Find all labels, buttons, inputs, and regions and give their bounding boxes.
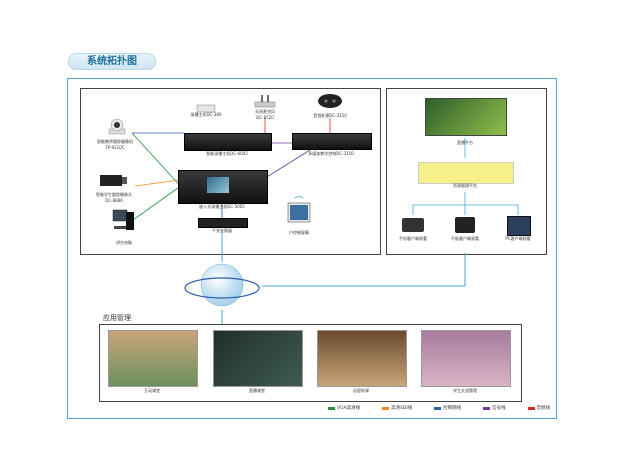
app-photo-1 — [108, 330, 198, 387]
legend-item: VGA高清线 — [328, 405, 360, 411]
recorder-host-rack — [184, 133, 272, 151]
app-label-2: 直播课堂 — [249, 388, 265, 393]
recording-box-label: 录播主机DC-380 — [190, 112, 222, 117]
legend-item: 高清SDI线 — [382, 405, 412, 411]
recording-box-icon — [196, 98, 216, 113]
student-camera-icon — [99, 172, 129, 188]
tracking-camera-label: 智能教师跟踪摄像机 FP-9210C — [97, 139, 133, 150]
legend-item: 控制网线 — [434, 405, 461, 411]
mobile-client-label: 手机客户端观看 — [399, 236, 427, 241]
pc-client-icon — [507, 216, 531, 236]
app-label-1: 互动课堂 — [144, 388, 160, 393]
app-photo-2 — [213, 330, 303, 387]
pc-client-label: PC客户端观看 — [505, 236, 531, 241]
mic-receiver-label: 无线麦克风 DC-8720 — [255, 109, 275, 120]
computer-icon — [112, 208, 136, 236]
live-platform-label: 直播平台 — [457, 140, 473, 145]
microphone-icon — [254, 93, 276, 108]
app-photo-3 — [317, 330, 407, 387]
mixer-icon — [317, 93, 343, 110]
tablet-client-label: 平板客户端观看 — [451, 236, 479, 241]
tablet-label: 户控制屏幕 — [289, 230, 309, 235]
embedded-host-label: 嵌入式录播主机DC-5005 — [199, 204, 245, 209]
tablet-client-icon — [455, 217, 475, 233]
switch-icon — [198, 218, 248, 228]
mobile-client-icon — [402, 218, 424, 232]
tablet-icon — [286, 196, 312, 224]
matrix-label: 多媒体教学控制DC-3150 — [308, 151, 354, 156]
legend-item: 信号线 — [483, 405, 506, 411]
matrix-rack — [292, 133, 372, 150]
page-title: 系统拓扑图 — [68, 53, 156, 70]
resource-platform-label: 资源管理平台 — [453, 183, 477, 188]
recorder-host-label: 智能录播主机DC-6002 — [206, 151, 248, 156]
embedded-host-screen — [207, 177, 229, 193]
app-label-3: 远程听课 — [353, 388, 369, 393]
legend-item: 音频线 — [527, 405, 550, 411]
app-label-4: 学生交流管理 — [453, 388, 477, 393]
app-photo-4 — [421, 330, 511, 387]
resource-platform-banner — [418, 162, 514, 184]
apps-heading: 应用管理 — [103, 314, 131, 322]
switch-label: 千兆交换器 — [212, 228, 232, 233]
embedded-host-rack — [178, 170, 268, 204]
mixer-label: 音频处理DC-3150 — [313, 113, 347, 118]
diagram-frame — [67, 78, 557, 419]
tracking-camera-icon — [106, 118, 128, 135]
legend: VGA高清线 高清SDI线 控制网线 信号线 音频线 — [328, 405, 550, 411]
student-camera-label: 智能学生跟踪摄像头 DC-8886 — [96, 192, 132, 203]
network-cloud-icon — [182, 258, 262, 312]
live-platform-screenshot — [425, 98, 507, 136]
pc-label: 讲台电脑 — [116, 240, 132, 245]
